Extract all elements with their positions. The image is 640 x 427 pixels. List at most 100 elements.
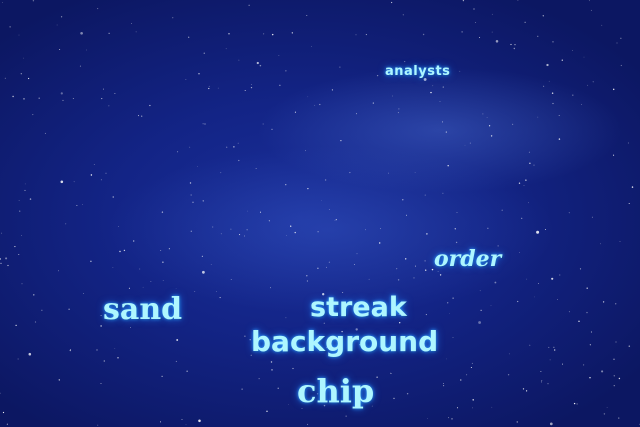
- star: [442, 121, 443, 123]
- star: [442, 192, 444, 194]
- star: [583, 364, 585, 366]
- star: [15, 324, 17, 327]
- star: [256, 61, 259, 65]
- star: [314, 104, 316, 106]
- star: [452, 297, 454, 299]
- star: [514, 44, 516, 46]
- star: [518, 182, 521, 184]
- star: [96, 349, 98, 351]
- star: [601, 24, 603, 26]
- star: [249, 339, 251, 341]
- star: [486, 117, 488, 119]
- star: [160, 250, 162, 252]
- star: [628, 202, 630, 205]
- star: [230, 228, 232, 230]
- star: [114, 348, 116, 349]
- star: [138, 115, 140, 117]
- star: [114, 92, 116, 94]
- star: [432, 85, 434, 87]
- star: [399, 322, 401, 324]
- star: [307, 423, 309, 425]
- star: [345, 415, 347, 417]
- star: [23, 98, 25, 100]
- star: [592, 81, 594, 83]
- star: [413, 277, 415, 279]
- star: [139, 268, 141, 270]
- star: [290, 225, 292, 227]
- star: [212, 226, 214, 228]
- star: [1, 232, 3, 234]
- star: [0, 258, 1, 260]
- star: [612, 88, 615, 91]
- star: [466, 374, 468, 376]
- star: [103, 360, 105, 362]
- star: [118, 225, 119, 227]
- star: [60, 92, 63, 95]
- word-sand: sand: [103, 292, 183, 327]
- star: [561, 59, 563, 61]
- star: [455, 241, 458, 244]
- star: [285, 317, 287, 319]
- star: [556, 299, 558, 300]
- star: [404, 258, 407, 260]
- star: [32, 114, 34, 116]
- star: [150, 281, 152, 282]
- star: [521, 217, 523, 219]
- star: [225, 48, 227, 50]
- star: [294, 231, 296, 234]
- star: [108, 32, 110, 34]
- star: [220, 172, 222, 174]
- star: [523, 185, 525, 186]
- star: [263, 33, 265, 35]
- star: [491, 31, 493, 33]
- star: [237, 142, 239, 144]
- star: [342, 292, 344, 294]
- star: [460, 379, 462, 381]
- star: [522, 388, 525, 390]
- star: [491, 406, 493, 408]
- star: [100, 314, 102, 317]
- star: [185, 424, 187, 426]
- star: [340, 139, 342, 142]
- star: [613, 154, 615, 156]
- star: [135, 31, 137, 33]
- star: [246, 229, 248, 231]
- star: [123, 249, 126, 252]
- star: [38, 97, 40, 100]
- word-background: background: [251, 325, 439, 358]
- star: [524, 21, 526, 23]
- star: [161, 211, 164, 213]
- star: [181, 418, 183, 420]
- star: [17, 358, 19, 360]
- star: [519, 252, 520, 253]
- star: [100, 325, 102, 327]
- star: [186, 370, 188, 372]
- star: [551, 277, 554, 280]
- star: [97, 424, 99, 426]
- star: [379, 346, 381, 348]
- star: [201, 255, 203, 257]
- star: [422, 33, 425, 36]
- star: [501, 209, 503, 211]
- star: [307, 187, 309, 190]
- star: [517, 0, 519, 1]
- star: [427, 418, 428, 420]
- star: [526, 278, 528, 280]
- star: [177, 151, 179, 153]
- star: [393, 397, 395, 400]
- star: [5, 257, 8, 260]
- star: [618, 417, 620, 419]
- star: [446, 358, 447, 360]
- star: [445, 131, 447, 133]
- star: [423, 77, 427, 81]
- star: [119, 250, 121, 253]
- star: [613, 358, 615, 360]
- star: [613, 385, 615, 387]
- star: [162, 261, 164, 263]
- star: [7, 264, 9, 267]
- star: [542, 15, 544, 17]
- star: [175, 288, 177, 289]
- star: [475, 22, 477, 23]
- star: [578, 320, 580, 322]
- star: [34, 321, 37, 323]
